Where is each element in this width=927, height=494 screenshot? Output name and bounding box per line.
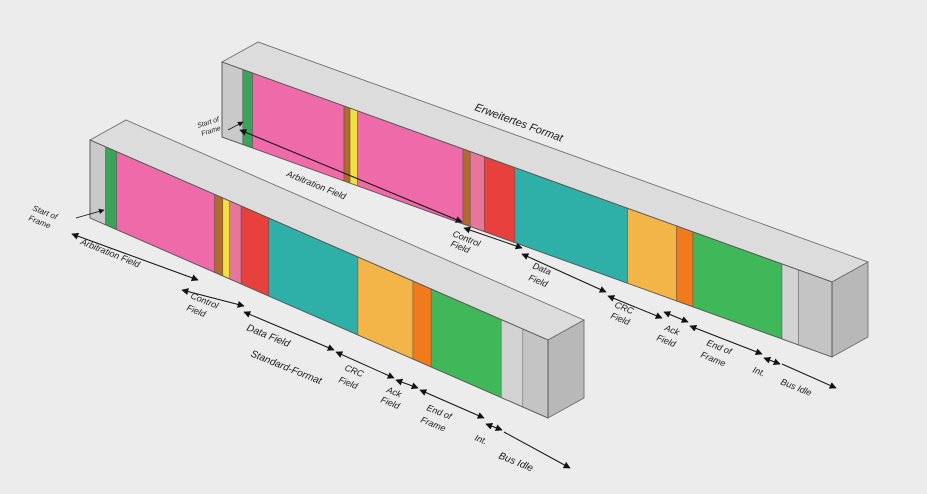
- top-sof-pointer: [227, 121, 244, 131]
- bottom-int-label: Int.: [473, 433, 488, 447]
- top-control-arrow: [463, 226, 523, 250]
- bottom-idle-arrow: [503, 431, 571, 469]
- top-eof-arrow: [689, 325, 763, 355]
- top-crc-arrow: [607, 295, 663, 319]
- bottom-crc-arrow: [335, 351, 395, 379]
- standard-format-bar: [89, 119, 585, 419]
- bottom-arbitration-arrow: [71, 232, 199, 282]
- bottom-segment-control-red: [240, 205, 269, 297]
- bottom-ack-arrow: [395, 378, 419, 390]
- top-idle-label: Bus Idle: [779, 377, 813, 398]
- bottom-segment-control-pink: [229, 200, 242, 285]
- top-data-arrow: [521, 253, 607, 293]
- top-segment-brown: [343, 105, 351, 184]
- top-segment-control-pink: [469, 151, 485, 233]
- bottom-bar-front-outline: [89, 139, 549, 419]
- top-ack-arrow: [663, 311, 689, 323]
- bottom-data-arrow: [243, 311, 335, 351]
- top-arbitration-arrow: [239, 129, 463, 223]
- bottom-segment-sof-green: [105, 146, 117, 231]
- top-segment-yellow: [349, 107, 358, 187]
- bottom-data-label: Data Field: [245, 323, 292, 350]
- top-int-arrow: [763, 356, 781, 366]
- top-idle-arrow: [781, 363, 837, 389]
- top-segment-idle-gray: [221, 61, 244, 145]
- bottom-format-title: Standard-Format: [249, 349, 324, 388]
- bottom-segment-idle-end-gray: [522, 328, 549, 419]
- top-int-label: Int.: [751, 365, 766, 379]
- top-segment-ack-orange: [676, 225, 694, 308]
- bottom-segment-int-gray: [500, 319, 524, 408]
- bottom-idle-label: Bus Idle: [497, 451, 535, 475]
- top-segment-sof-green: [242, 69, 253, 149]
- bottom-control-arrow: [181, 288, 245, 308]
- bottom-arbitration-label: Arbitration Field: [78, 236, 142, 270]
- bottom-eof-arrow: [419, 389, 485, 419]
- top-segment-brown: [462, 148, 471, 227]
- bottom-segment-brown: [214, 193, 224, 277]
- top-segment-int-gray: [781, 263, 799, 346]
- bottom-int-arrow: [485, 422, 503, 432]
- top-bar-front-outline: [221, 61, 833, 358]
- bottom-segment-ack-orange: [412, 280, 432, 368]
- top-segment-idle-end-gray: [798, 269, 833, 358]
- bottom-segment-yellow: [222, 197, 230, 280]
- top-segment-control-red: [483, 156, 516, 244]
- bottom-sof-pointer: [75, 208, 105, 219]
